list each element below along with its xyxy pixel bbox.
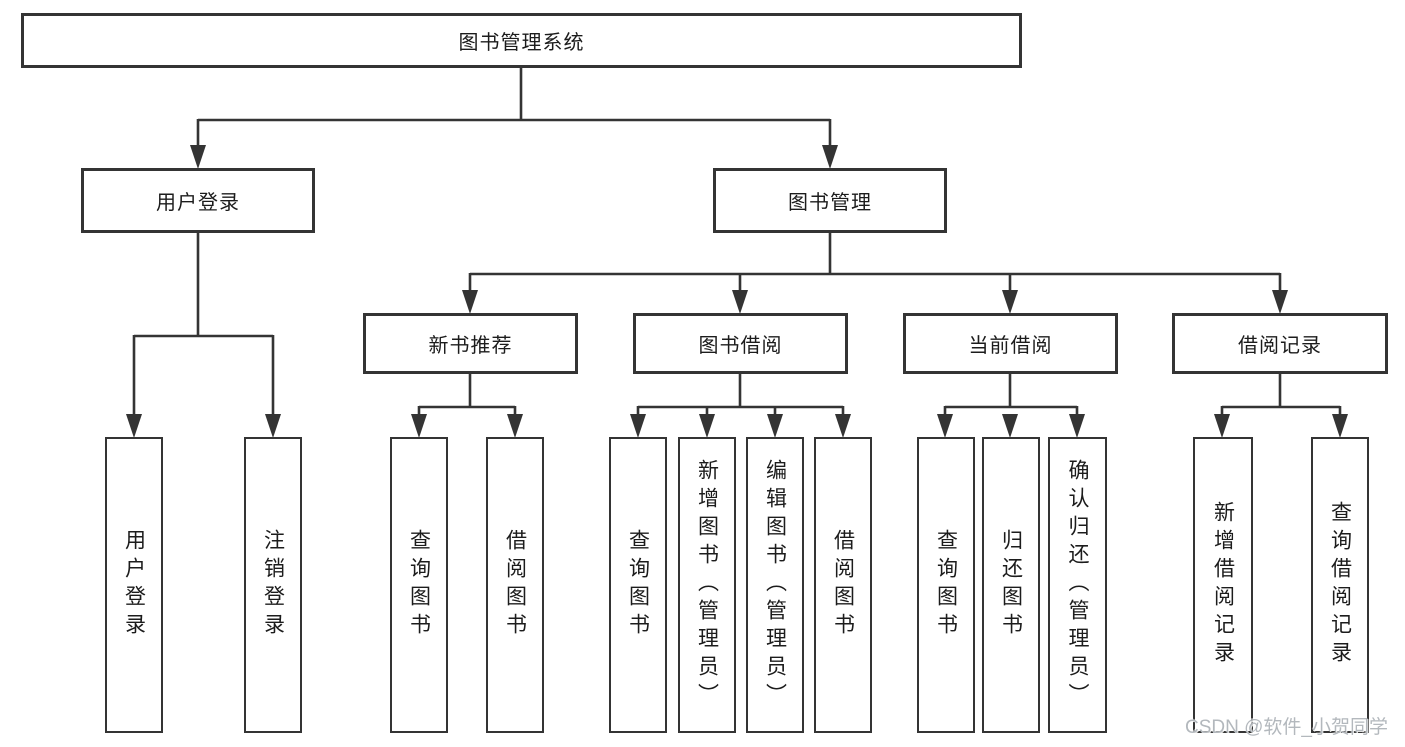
node-label: 用户登录 [156,192,240,214]
node-book-management: 图书管理 [713,168,947,233]
node-book-borrowing: 图书借阅 [633,313,848,374]
leaf-query-borrow-record: 查询借阅记录 [1311,437,1369,733]
leaf-label: 归还图书 [999,529,1023,641]
leaf-edit-books-admin: 编辑图书（管理员） [746,437,804,733]
leaf-label: 新增借阅记录 [1211,501,1235,669]
node-label: 新书推荐 [428,335,513,357]
leaf-confirm-return-admin: 确认归还（管理员） [1048,437,1107,733]
node-borrowing-records: 借阅记录 [1172,313,1388,374]
leaf-label: 查询图书 [934,529,958,641]
node-user-login: 用户登录 [81,168,315,233]
leaf-query-books-recommend: 查询图书 [390,437,448,733]
leaf-query-books-current: 查询图书 [917,437,975,733]
arrowhead-icons [126,145,1348,438]
leaf-label: 注销登录 [261,529,285,641]
node-label: 借阅记录 [1238,335,1322,357]
leaf-label: 借阅图书 [503,529,527,641]
node-new-book-recommend: 新书推荐 [363,313,578,374]
leaf-borrow-books: 借阅图书 [814,437,872,733]
leaf-label: 查询图书 [626,529,650,641]
leaf-label: 编辑图书（管理员） [763,459,787,711]
leaf-label: 查询借阅记录 [1328,501,1352,669]
leaf-logout: 注销登录 [244,437,302,733]
leaf-add-borrow-record: 新增借阅记录 [1193,437,1253,733]
leaf-label: 新增图书（管理员） [695,459,719,711]
node-current-borrowing: 当前借阅 [903,313,1118,374]
node-label: 图书管理系统 [458,32,585,54]
leaf-user-login: 用户登录 [105,437,163,733]
leaf-label: 确认归还（管理员） [1066,459,1089,711]
leaf-add-books-admin: 新增图书（管理员） [678,437,736,733]
node-label: 当前借阅 [968,335,1053,357]
leaf-label: 借阅图书 [831,529,855,641]
node-label: 图书借阅 [698,335,783,357]
leaf-label: 查询图书 [407,529,431,641]
node-label: 图书管理 [788,192,872,214]
leaf-label: 用户登录 [122,529,146,641]
node-library-management-system: 图书管理系统 [21,13,1022,68]
csdn-watermark: CSDN @软件_小贺同学 [1185,717,1388,738]
leaf-return-books: 归还图书 [982,437,1040,733]
leaf-query-books-borrowing: 查询图书 [609,437,667,733]
leaf-borrow-books-recommend: 借阅图书 [486,437,544,733]
